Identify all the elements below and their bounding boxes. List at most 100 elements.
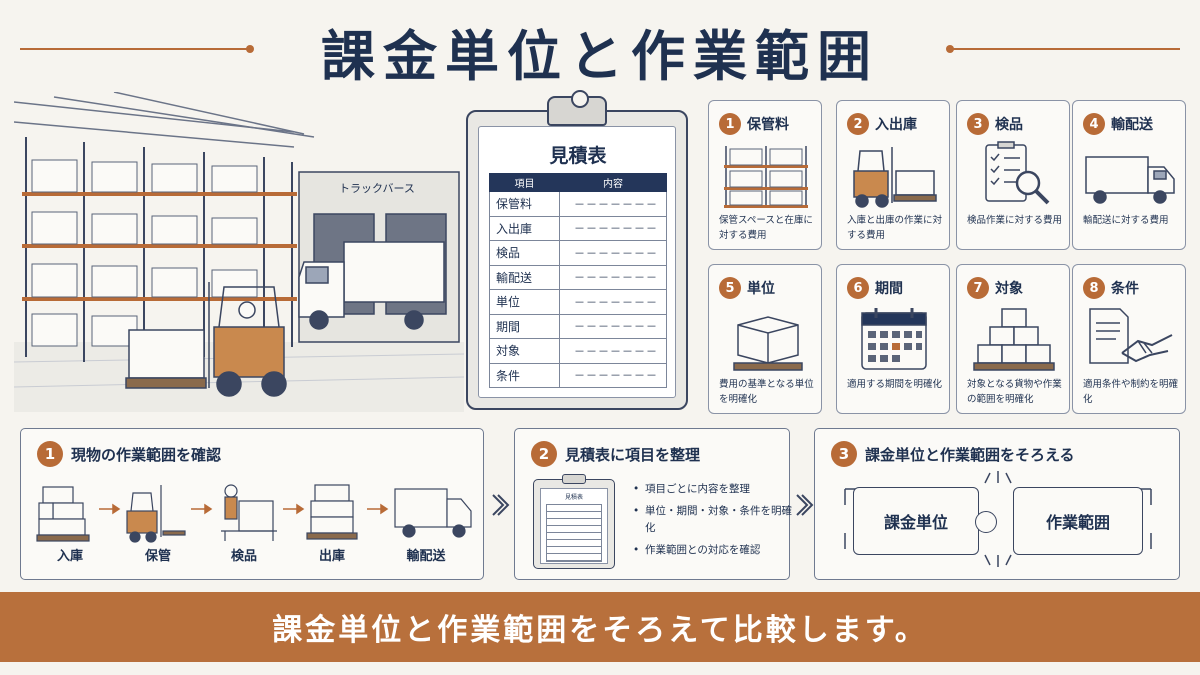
title-decoration-left <box>20 45 254 53</box>
quote-row-value: －－－－－－－ <box>559 362 667 388</box>
card-number-badge: 2 <box>847 113 869 135</box>
flow-label-inbound: 入庫 <box>56 549 83 564</box>
quote-row-value: －－－－－－－ <box>559 264 667 290</box>
quote-row-value: －－－－－－－ <box>559 191 667 217</box>
alignment-spark-icon <box>844 471 1152 567</box>
card-number-badge: 3 <box>967 113 989 135</box>
step-number-badge: 2 <box>531 441 557 467</box>
quote-row-value: －－－－－－－ <box>559 338 667 364</box>
truck-icon <box>1085 156 1175 204</box>
card-target: 7 対象 対象となる貨物や作業の範囲を明確化 <box>956 264 1070 414</box>
card-number-badge: 1 <box>719 113 741 135</box>
quote-row-key: 入出庫 <box>489 215 560 241</box>
stacked-boxes-icon <box>973 308 1055 371</box>
forklift-icon <box>853 147 937 208</box>
card-title: 検品 <box>995 117 1023 133</box>
table-row: 輸配送－－－－－－－ <box>489 264 667 290</box>
page-title: 課金単位と作業範囲 <box>321 24 879 88</box>
card-number-badge: 5 <box>719 277 741 299</box>
list-item: 作業範囲との対応を確認 <box>633 542 793 559</box>
bottom-strip <box>0 662 1200 675</box>
card-in-out: 2 入出庫 入庫と出庫の作業に対する費用 <box>836 100 950 250</box>
card-title: 条件 <box>1111 281 1139 297</box>
quote-row-key: 検品 <box>489 240 560 266</box>
card-title: 輸配送 <box>1111 117 1153 133</box>
card-description: 適用条件や制約を明確化 <box>1083 379 1179 405</box>
step-arrow-icon <box>492 494 510 516</box>
step-number-badge: 3 <box>831 441 857 467</box>
card-unit: 5 単位 費用の基準となる単位を明確化 <box>708 264 822 414</box>
step-2-panel: 2 見積表に項目を整理 見積表 項目ごとに内容を整理 単位・期間・対象・条件を明確… <box>514 428 793 580</box>
truck-bay-label: トラックバース <box>339 182 415 195</box>
card-delivery: 4 輸配送 輸配送に対する費用 <box>1072 100 1186 250</box>
flow-label-inspection: 検品 <box>230 549 257 564</box>
mini-quote-sheet: 見積表 <box>540 488 608 564</box>
table-row: 条件－－－－－－－ <box>489 362 667 388</box>
step-arrow-icon <box>796 494 814 516</box>
quote-title: 見積表 <box>549 145 607 167</box>
quote-table: 項目 内容 保管料－－－－－－－ 入出庫－－－－－－－ 検品－－－－－－－ 輸配… <box>489 173 667 388</box>
table-row: 対象－－－－－－－ <box>489 338 667 364</box>
warehouse-illustration: トラックバース <box>14 92 464 412</box>
title-area: 課金単位と作業範囲 <box>0 10 1200 90</box>
summary-banner: 課金単位と作業範囲をそろえて比較します。 <box>0 592 1200 662</box>
card-description: 保管スペースと在庫に対する費用 <box>719 215 813 241</box>
puzzle-piece-billing-unit: 課金単位 <box>853 487 979 555</box>
card-description: 適用する期間を明確化 <box>847 379 943 390</box>
forklift-illustration <box>125 282 287 397</box>
step-title: 見積表に項目を整理 <box>565 445 701 464</box>
quote-row-key: 保管料 <box>489 191 560 217</box>
flow-label-storage: 保管 <box>144 549 171 564</box>
table-row: 保管料－－－－－－－ <box>489 191 667 217</box>
flow-label-outbound: 出庫 <box>318 549 345 564</box>
workflow-illustration <box>36 484 472 543</box>
step-title: 課金単位と作業範囲をそろえる <box>865 445 1075 464</box>
step-title: 現物の作業範囲を確認 <box>71 445 222 464</box>
card-description: 輸配送に対する費用 <box>1083 215 1169 226</box>
card-description: 対象となる貨物や作業の範囲を明確化 <box>967 379 1062 405</box>
title-decoration-right <box>946 45 1180 53</box>
mini-quote-clipboard: 見積表 <box>533 474 615 569</box>
table-row: 検品－－－－－－－ <box>489 240 667 266</box>
clipboard-clip <box>547 90 607 126</box>
quote-row-key: 期間 <box>489 313 560 339</box>
card-number-badge: 6 <box>847 277 869 299</box>
card-title: 入出庫 <box>875 117 917 133</box>
quote-row-key: 条件 <box>489 362 560 388</box>
flow-label-delivery: 輸配送 <box>406 549 446 564</box>
box-pallet-icon <box>733 316 803 371</box>
quote-row-key: 対象 <box>489 338 560 364</box>
summary-banner-text: 課金単位と作業範囲をそろえて比較します。 <box>272 613 928 648</box>
list-item: 項目ごとに内容を整理 <box>633 481 793 498</box>
checklist-magnifier-icon <box>985 141 1050 205</box>
card-inspection: 3 検品 検品作業に対する費用 <box>956 100 1070 250</box>
step-2-bullet-list: 項目ごとに内容を整理 単位・期間・対象・条件を明確化 作業範囲との対応を確認 <box>633 481 793 564</box>
quote-header-content: 内容 <box>559 173 667 192</box>
card-number-badge: 4 <box>1083 113 1105 135</box>
table-row: 単位－－－－－－－ <box>489 289 667 315</box>
mini-clip <box>562 474 586 484</box>
card-title: 保管料 <box>747 117 789 133</box>
quote-row-key: 単位 <box>489 289 560 315</box>
quote-sheet: 見積表 項目 内容 保管料－－－－－－－ 入出庫－－－－－－－ 検品－－－－－－… <box>478 126 676 398</box>
quote-row-value: －－－－－－－ <box>559 289 667 315</box>
card-title: 対象 <box>995 281 1023 297</box>
storage-rack-icon <box>724 146 808 208</box>
mini-sheet-table <box>546 504 602 562</box>
quote-header-item: 項目 <box>489 173 560 192</box>
card-description: 検品作業に対する費用 <box>967 215 1063 226</box>
list-item: 単位・期間・対象・条件を明確化 <box>633 503 793 537</box>
truck-illustration <box>298 241 445 330</box>
card-description: 入庫と出庫の作業に対する費用 <box>847 215 943 241</box>
quote-row-key: 輸配送 <box>489 264 560 290</box>
quote-row-value: －－－－－－－ <box>559 215 667 241</box>
card-title: 単位 <box>747 281 775 297</box>
quote-row-value: －－－－－－－ <box>559 240 667 266</box>
calendar-icon <box>861 308 927 370</box>
card-description: 費用の基準となる単位を明確化 <box>719 379 814 405</box>
card-number-badge: 7 <box>967 277 989 299</box>
